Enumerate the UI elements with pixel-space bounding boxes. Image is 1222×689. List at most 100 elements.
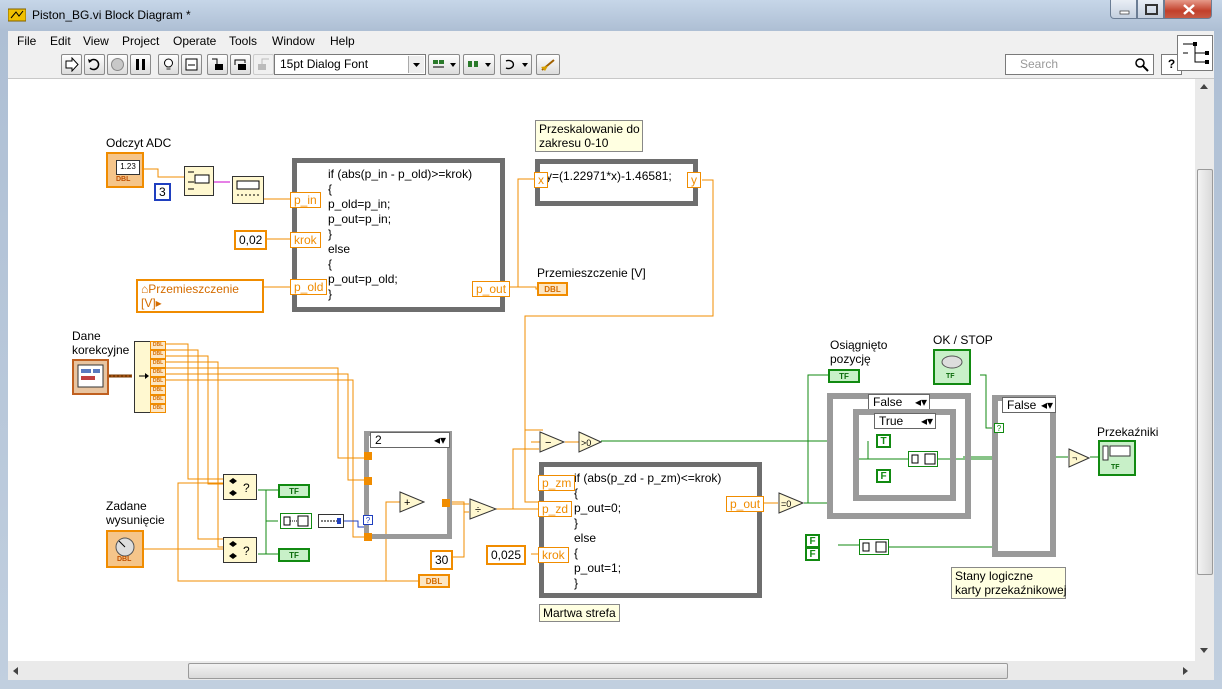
okstop-button-control[interactable]: TF bbox=[933, 349, 971, 385]
case-structure-outer-2[interactable] bbox=[992, 395, 1056, 557]
bool-constant-false[interactable]: F bbox=[805, 547, 820, 561]
scroll-right-icon[interactable] bbox=[1182, 666, 1190, 676]
minimize-button[interactable] bbox=[1110, 0, 1137, 19]
in-range-icon: ? bbox=[229, 478, 250, 496]
setpoint-dbl-indicator[interactable]: DBL bbox=[418, 574, 450, 588]
case-selector-outer-1[interactable]: False ◂▾ bbox=[868, 394, 930, 410]
case-tunnel bbox=[364, 533, 372, 541]
knob-icon bbox=[115, 537, 135, 557]
divide-function[interactable]: ÷ bbox=[469, 498, 497, 520]
const-thirty[interactable]: 30 bbox=[430, 550, 454, 570]
greater-than-zero-function[interactable]: >0 bbox=[578, 431, 602, 453]
wires bbox=[79, 168, 1100, 582]
menu-help[interactable]: Help bbox=[330, 34, 355, 48]
in-range-coerce-1[interactable]: ? bbox=[223, 474, 257, 500]
term-x[interactable]: x bbox=[534, 172, 548, 188]
svg-text:¬: ¬ bbox=[1072, 453, 1077, 463]
step-out-button[interactable] bbox=[253, 54, 274, 75]
term-krok-2[interactable]: krok bbox=[538, 547, 569, 563]
align-objects-button[interactable] bbox=[428, 54, 460, 75]
relays-indicator[interactable]: TF bbox=[1098, 440, 1136, 476]
scroll-down-icon[interactable] bbox=[1199, 647, 1209, 655]
term-p-zm[interactable]: p_zm bbox=[538, 475, 576, 491]
reorder-button[interactable] bbox=[500, 54, 532, 75]
reached-indicator[interactable]: TF bbox=[828, 369, 860, 383]
horizontal-scroll-thumb[interactable] bbox=[188, 663, 1008, 679]
cleanup-diagram-button[interactable] bbox=[536, 54, 560, 75]
term-p-out-2[interactable]: p_out bbox=[726, 496, 765, 512]
adc-label: Odczyt ADC bbox=[106, 136, 172, 150]
menu-operate[interactable]: Operate bbox=[173, 34, 217, 48]
bool-constant-true[interactable]: T bbox=[876, 434, 891, 448]
correction-cluster-control[interactable] bbox=[72, 359, 109, 395]
subtract-function[interactable]: − bbox=[539, 431, 565, 453]
menu-edit[interactable]: Edit bbox=[50, 34, 71, 48]
bool-constant-false[interactable]: F bbox=[805, 534, 820, 548]
menu-file[interactable]: File bbox=[17, 34, 37, 48]
menu-project[interactable]: Project bbox=[122, 34, 160, 48]
bool-constant-false[interactable]: F bbox=[876, 469, 891, 483]
run-button[interactable] bbox=[61, 54, 82, 75]
vertical-scrollbar[interactable] bbox=[1195, 79, 1214, 661]
bool-array-to-number[interactable] bbox=[318, 514, 344, 528]
equal-zero-function[interactable]: =0 bbox=[778, 492, 804, 514]
local-variable-przemieszczenie[interactable]: ⌂Przemieszczenie [V]▸ bbox=[136, 279, 264, 313]
correction-label: Dane korekcyjne bbox=[72, 329, 130, 357]
term-krok[interactable]: krok bbox=[290, 232, 321, 248]
case-selector-outer-2[interactable]: False ◂▾ bbox=[1002, 397, 1056, 413]
retain-wire-values-button[interactable] bbox=[181, 54, 202, 75]
distribute-objects-button[interactable] bbox=[463, 54, 495, 75]
run-continuously-button[interactable] bbox=[84, 54, 105, 75]
in-range-indicator-1[interactable]: TF bbox=[278, 484, 310, 498]
build-array-bool[interactable] bbox=[280, 513, 312, 529]
formula-node-deadzone[interactable] bbox=[539, 462, 762, 598]
menu-window[interactable]: Window bbox=[272, 34, 315, 48]
step-over-button[interactable] bbox=[230, 54, 251, 75]
scroll-left-icon[interactable] bbox=[12, 666, 20, 676]
numeric-display-icon: 1.23 bbox=[116, 160, 140, 175]
in-range-indicator-2[interactable]: TF bbox=[278, 548, 310, 562]
not-function[interactable]: ¬ bbox=[1068, 448, 1090, 468]
index-array-function[interactable] bbox=[184, 166, 214, 196]
in-range-coerce-2[interactable]: ? bbox=[223, 537, 257, 563]
menu-view[interactable]: View bbox=[83, 34, 109, 48]
unbundle-output-3: DBL bbox=[150, 359, 166, 368]
scroll-up-icon[interactable] bbox=[1199, 83, 1209, 91]
displacement-indicator[interactable]: DBL bbox=[537, 282, 568, 296]
formula-node-rescale[interactable] bbox=[535, 159, 698, 206]
horizontal-scrollbar[interactable] bbox=[8, 661, 1195, 680]
mean-function[interactable] bbox=[232, 176, 264, 204]
adc-control[interactable]: 1.23 DBL bbox=[106, 152, 144, 188]
term-p-out[interactable]: p_out bbox=[472, 281, 511, 297]
case-selector-index[interactable]: 2 ◂▾ bbox=[370, 432, 450, 448]
term-y[interactable]: y bbox=[687, 172, 701, 188]
build-array-inner[interactable] bbox=[908, 451, 938, 467]
chevron-down-icon bbox=[408, 56, 424, 73]
maximize-button[interactable] bbox=[1137, 0, 1164, 19]
highlight-execution-button[interactable] bbox=[158, 54, 179, 75]
step-into-button[interactable] bbox=[207, 54, 228, 75]
term-p-old[interactable]: p_old bbox=[290, 279, 328, 295]
case-structure-inner[interactable] bbox=[853, 409, 956, 501]
context-help-icon[interactable] bbox=[1177, 35, 1213, 71]
case-selector-inner[interactable]: True ◂▾ bbox=[874, 413, 936, 429]
term-p-zd[interactable]: p_zd bbox=[538, 501, 573, 517]
close-button[interactable] bbox=[1164, 0, 1212, 19]
const-step-002[interactable]: 0,02 bbox=[234, 230, 268, 250]
setpoint-knob-control[interactable]: DBL bbox=[106, 530, 144, 568]
const-step-0025[interactable]: 0,025 bbox=[486, 545, 527, 565]
add-function[interactable]: + bbox=[399, 491, 425, 513]
menu-tools[interactable]: Tools bbox=[229, 34, 258, 48]
search-input[interactable]: Search bbox=[1005, 54, 1154, 75]
case-inner-value: True bbox=[879, 414, 904, 428]
unbundle-output-6: DBL bbox=[150, 386, 166, 395]
pause-button[interactable] bbox=[130, 54, 151, 75]
font-selector[interactable]: 15pt Dialog Font bbox=[274, 54, 426, 75]
build-array-outer[interactable] bbox=[859, 539, 889, 555]
vertical-scroll-thumb[interactable] bbox=[1197, 169, 1213, 575]
block-diagram-canvas[interactable]: Odczyt ADC 1.23 DBL 3 if (abs(p_in - p_o… bbox=[8, 79, 1195, 661]
const-three[interactable]: 3 bbox=[154, 183, 171, 201]
term-p-in[interactable]: p_in bbox=[290, 192, 321, 208]
formula-node-hysteresis[interactable] bbox=[292, 158, 505, 312]
abort-button[interactable] bbox=[107, 54, 128, 75]
